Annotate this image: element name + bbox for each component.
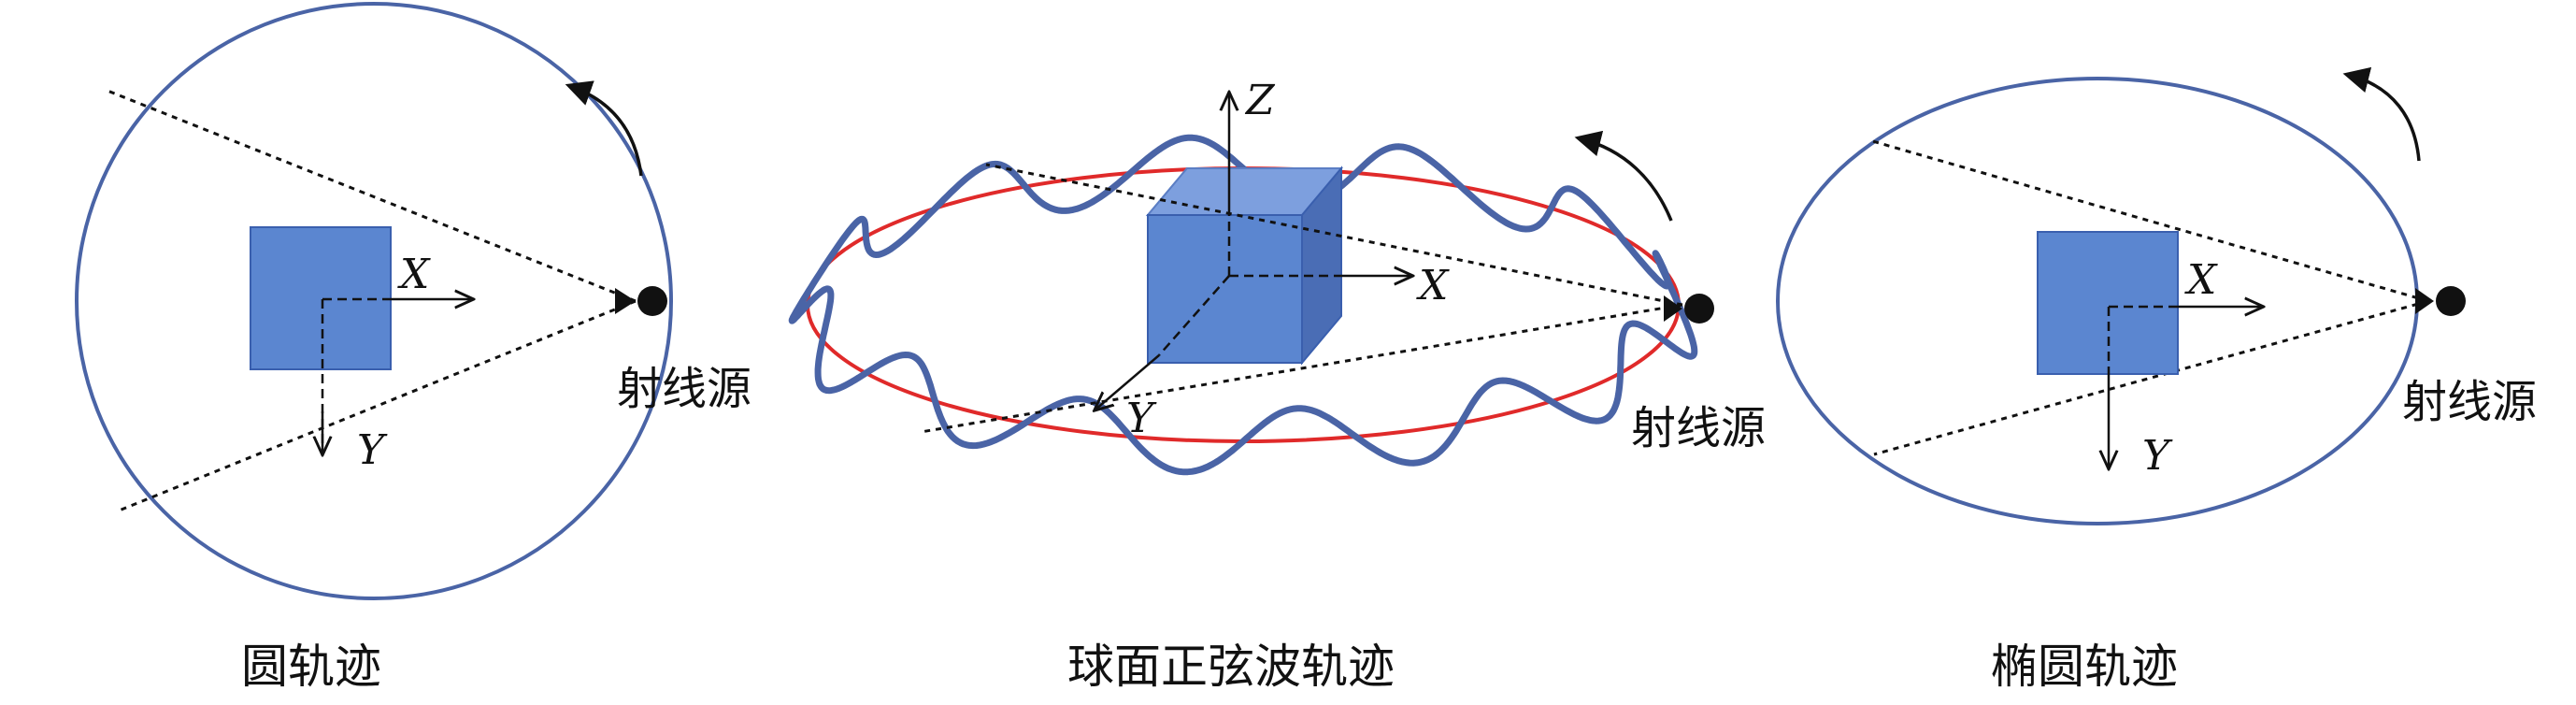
axis-y-label: Y (357, 426, 388, 474)
sine-orbit (788, 134, 1698, 476)
axis-y-label: Y (1126, 395, 1157, 442)
cone-ray-upper (107, 89, 637, 303)
coordinate-axes (2109, 307, 2262, 468)
circle-orbit (75, 2, 673, 600)
axis-y-label: Y (2142, 432, 2173, 480)
source-label: 射线源 (1631, 402, 1766, 454)
coordinate-axes (322, 299, 472, 453)
coordinate-axes (1095, 94, 1411, 410)
cone-ray-lower (920, 303, 1683, 434)
panel-ellipse: X Y 射线源 椭圆轨迹 (1776, 66, 2537, 694)
panel-caption: 椭圆轨迹 (1991, 640, 2178, 694)
panel-caption: 球面正弦波轨迹 (1067, 640, 1395, 694)
axis-x-label: X (1416, 262, 1450, 309)
cone-ray-lower (116, 299, 637, 513)
cone-ray-upper (1868, 138, 2429, 303)
xray-source (615, 286, 667, 316)
xray-source (2415, 286, 2466, 316)
panel-caption: 圆轨迹 (241, 640, 381, 694)
xray-source (1664, 294, 1714, 324)
source-label: 射线源 (617, 363, 751, 415)
rotation-arrow (565, 80, 643, 177)
panel-circle: X Y 射线源 圆轨迹 (75, 2, 751, 694)
axis-z-label: Z (1244, 77, 1276, 124)
axis-x-label: X (2184, 256, 2218, 304)
source-label: 射线源 (2402, 376, 2537, 428)
rotation-arrow (2342, 66, 2421, 162)
axis-x-label: X (397, 251, 431, 298)
panel-sine: Z X Y 射线源 球面正弦波轨迹 (788, 77, 1766, 694)
rotation-arrow (1574, 130, 1673, 222)
